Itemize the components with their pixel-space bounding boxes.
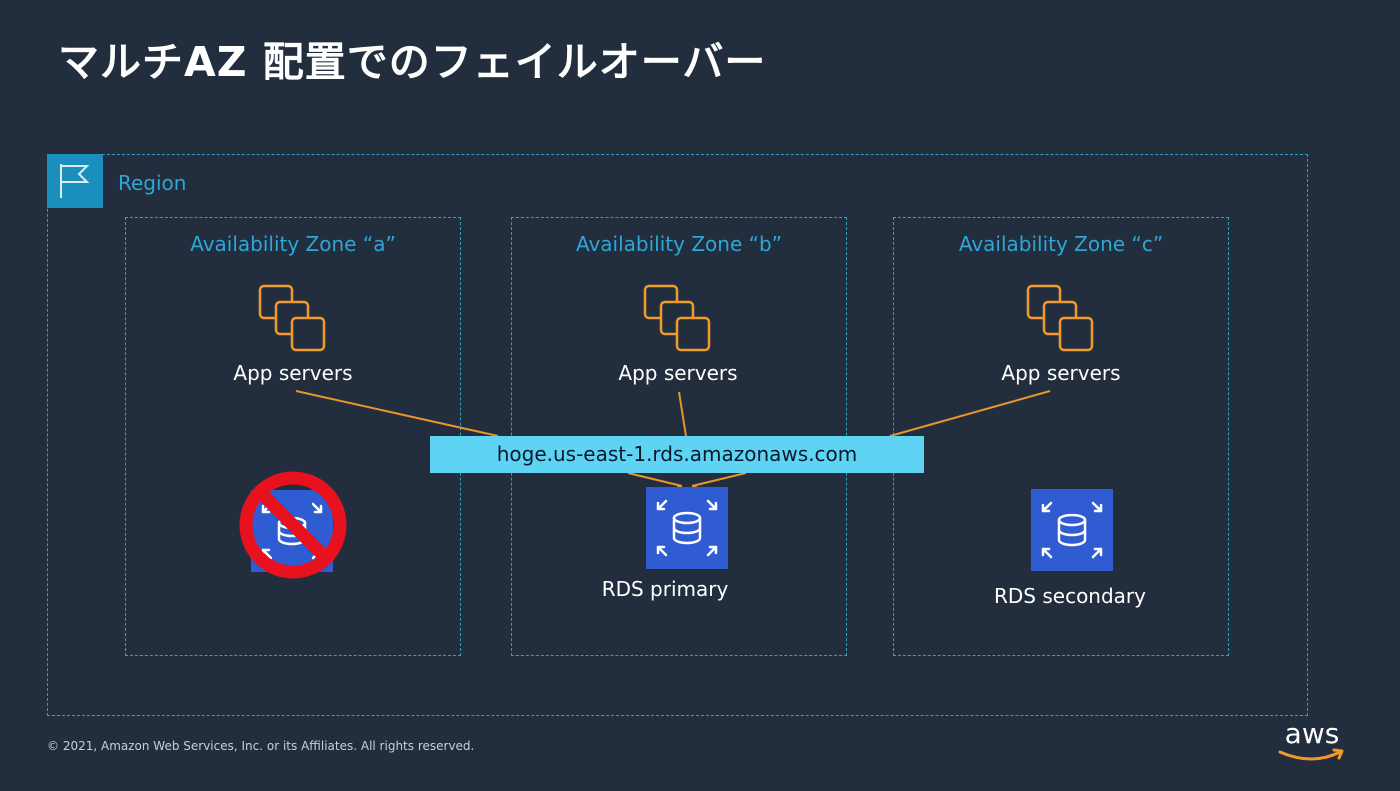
- rds-secondary-icon: [1031, 489, 1113, 571]
- aws-logo-text: aws: [1284, 717, 1340, 750]
- connector-endpoint-left: [627, 472, 683, 487]
- prohibited-icon: [239, 471, 347, 579]
- availability-zone-c-label: Availability Zone “c”: [958, 232, 1164, 256]
- connector-a: [295, 390, 499, 437]
- app-servers-icon: [258, 284, 326, 352]
- region-container: [47, 154, 1308, 716]
- aws-smile-icon: [1278, 748, 1344, 761]
- copyright-text: © 2021, Amazon Web Services, Inc. or its…: [47, 739, 475, 753]
- availability-zone-a-label: Availability Zone “a”: [190, 232, 396, 256]
- connector-b: [678, 391, 687, 437]
- region-label: Region: [118, 171, 187, 195]
- app-servers-label-a: App servers: [233, 361, 353, 385]
- rds-endpoint-label: hoge.us-east-1.rds.amazonaws.com: [430, 436, 924, 473]
- rds-primary-label: RDS primary: [601, 577, 729, 601]
- region-flag-icon: [47, 154, 103, 208]
- slide-title: マルチAZ 配置でのフェイルオーバー: [58, 38, 767, 86]
- app-servers-label-c: App servers: [1001, 361, 1121, 385]
- availability-zone-b-label: Availability Zone “b”: [575, 232, 783, 256]
- connector-endpoint-right: [691, 472, 747, 487]
- app-servers-icon: [643, 284, 711, 352]
- connector-c: [889, 390, 1051, 437]
- aws-logo: aws: [1276, 718, 1348, 768]
- rds-primary-icon: [646, 487, 728, 569]
- rds-secondary-label: RDS secondary: [994, 584, 1146, 608]
- app-servers-icon: [1026, 284, 1094, 352]
- app-servers-label-b: App servers: [618, 361, 738, 385]
